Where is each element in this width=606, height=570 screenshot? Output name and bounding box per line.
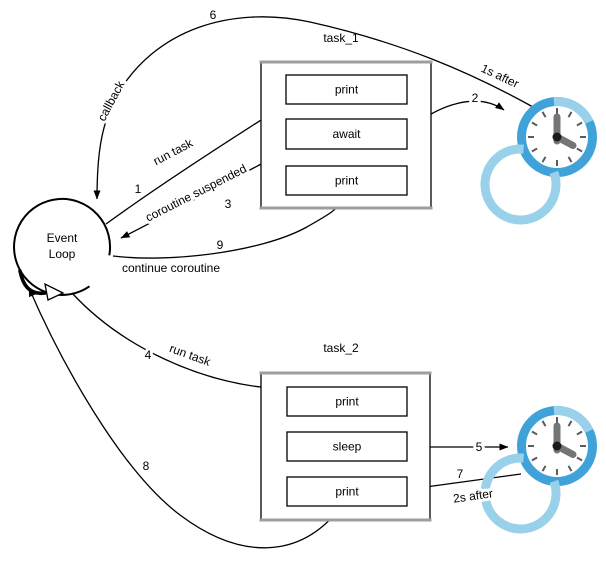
arrow-6-callback [93, 16, 534, 200]
event-loop-cycle-arc [18, 269, 47, 296]
task2-title: task_2 [323, 341, 359, 355]
edge-label-8: 8 [143, 459, 150, 473]
task2-step-sleep-label: sleep [333, 440, 362, 454]
event-loop-label-line2: Loop [49, 247, 76, 261]
task1-step-print1-box [285, 74, 408, 105]
task2-container: task_2 print sleep print [259, 341, 432, 522]
edge-label-callback: callback [95, 78, 128, 124]
arrow-9-continue-coroutine [112, 199, 343, 259]
task2-step-print2-label: print [335, 485, 359, 499]
event-loop-cycle-open-arrowhead [44, 282, 65, 301]
event-loop-label-line1: Event [47, 231, 78, 245]
edge-label-1s-after: 1s after [479, 61, 521, 91]
timer-clock-icon-2 [485, 410, 592, 529]
edge-label-5: 5 [476, 440, 483, 454]
task1-step-await-label: await [332, 127, 361, 141]
task2-step-print1-box [286, 386, 408, 417]
edge-label-run-task-1: run task [151, 135, 196, 168]
task2-step-sleep-box [286, 431, 408, 462]
task1-container: task_1 print await print [259, 31, 433, 210]
edge-label-3: 3 [225, 197, 232, 211]
task2-step-print1-label: print [335, 395, 359, 409]
edge-label-2: 2 [472, 91, 479, 105]
arrow-1-run-task [105, 107, 281, 225]
edge-label-9: 9 [217, 238, 224, 252]
edge-label-6: 6 [210, 8, 217, 22]
edge-label-4: 4 [145, 348, 152, 362]
edge-label-1: 1 [135, 182, 142, 196]
edge-label-7: 7 [457, 467, 464, 481]
arrow-4-run-task [71, 292, 284, 393]
task1-step-print1-label: print [335, 83, 359, 97]
edge-label-run-task-2: run task [168, 341, 214, 369]
timer-clock-icon-1 [485, 101, 592, 220]
task2-step-print2-box [286, 476, 408, 507]
edge-label-continue-coroutine: continue coroutine [122, 261, 220, 275]
task1-step-await-box [285, 118, 408, 150]
edge-label-coroutine-suspended: coroutine suspended [143, 161, 249, 224]
task1-title: task_1 [323, 31, 359, 45]
event-loop-node: Event Loop [13, 197, 111, 301]
arrow-8-back-to-loop [28, 287, 342, 549]
task1-step-print2-label: print [335, 174, 359, 188]
task1-step-print2-box [285, 165, 408, 196]
